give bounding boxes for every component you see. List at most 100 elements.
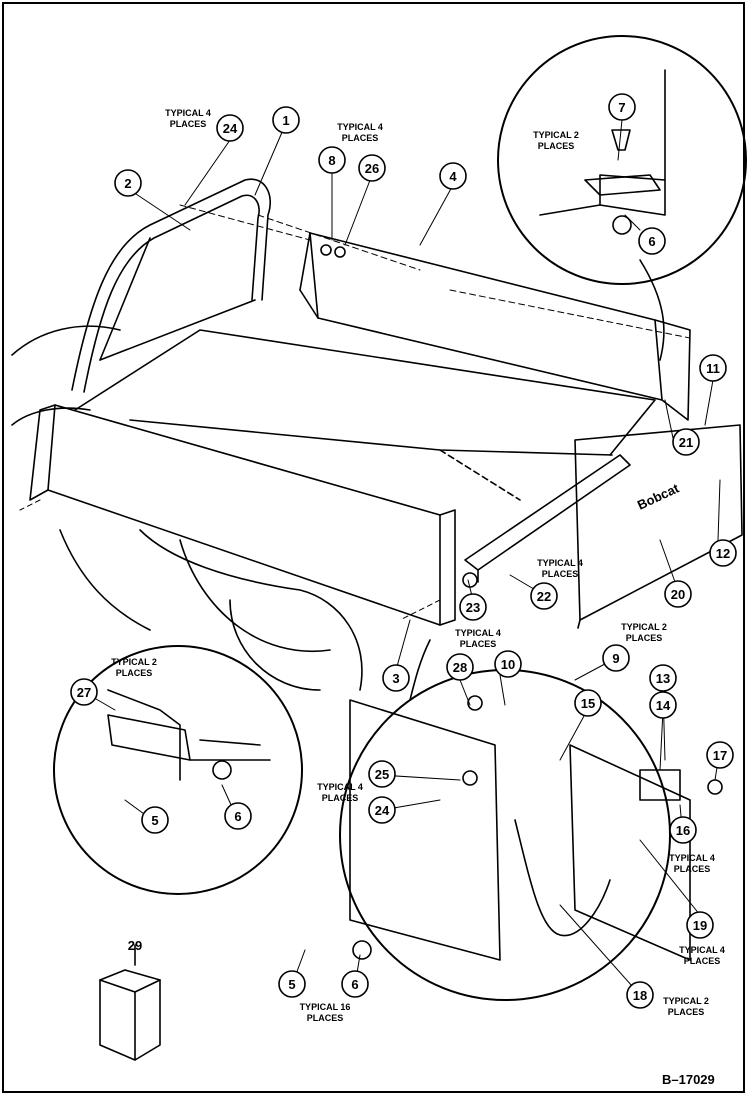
callout-21: 21 bbox=[672, 428, 700, 456]
callout-25: 25 bbox=[368, 760, 396, 788]
callout-number: 13 bbox=[656, 671, 670, 686]
callout-6: 6 bbox=[341, 970, 369, 998]
callout-number: 5 bbox=[288, 977, 295, 992]
callout-number: 20 bbox=[671, 587, 685, 602]
callout-6: 6 bbox=[224, 802, 252, 830]
callout-number: 3 bbox=[392, 671, 399, 686]
callout-circle bbox=[649, 664, 677, 692]
callout-number: 24 bbox=[223, 121, 238, 136]
callout-number: 11 bbox=[706, 361, 720, 376]
callout-circle bbox=[494, 650, 522, 678]
callout-5: 5 bbox=[141, 806, 169, 834]
callout-circle bbox=[626, 981, 654, 1009]
callout-number: 17 bbox=[713, 748, 727, 763]
callout-circle bbox=[672, 428, 700, 456]
callout-circle bbox=[699, 354, 727, 382]
callout-number: 28 bbox=[453, 660, 467, 675]
callout-number: 10 bbox=[501, 657, 515, 672]
callout-2: 2 bbox=[114, 169, 142, 197]
callout-10: 10 bbox=[494, 650, 522, 678]
callout-13: 13 bbox=[649, 664, 677, 692]
callout-number: 9 bbox=[612, 651, 619, 666]
callout-number: 27 bbox=[77, 685, 91, 700]
callout-number: 29 bbox=[128, 938, 142, 953]
callout-circle bbox=[439, 162, 467, 190]
callout-22: 22 bbox=[530, 582, 558, 610]
callout-1: 1 bbox=[272, 106, 300, 134]
callout-7: 7 bbox=[608, 93, 636, 121]
callout-4: 4 bbox=[439, 162, 467, 190]
callout-number: 22 bbox=[537, 589, 551, 604]
callout-number: 6 bbox=[234, 809, 241, 824]
callout-number: 4 bbox=[449, 169, 457, 184]
callout-12: 12 bbox=[709, 539, 737, 567]
callout-circle bbox=[638, 227, 666, 255]
callout-number: 25 bbox=[375, 767, 389, 782]
callout-circle bbox=[278, 970, 306, 998]
callout-number: 8 bbox=[328, 153, 335, 168]
callout-circle bbox=[382, 664, 410, 692]
callout-24: 24 bbox=[216, 114, 244, 142]
callout-14: 14 bbox=[649, 691, 677, 719]
callout-circle bbox=[574, 689, 602, 717]
callout-number: 12 bbox=[716, 546, 730, 561]
callout-circle bbox=[318, 146, 346, 174]
brand-decal: Bobcat bbox=[635, 480, 682, 512]
callout-5: 5 bbox=[278, 970, 306, 998]
callout-3: 3 bbox=[382, 664, 410, 692]
callout-circle bbox=[224, 802, 252, 830]
callout-circle bbox=[141, 806, 169, 834]
callout-19: 19 bbox=[686, 911, 714, 939]
callout-circle bbox=[664, 580, 692, 608]
callout-15: 15 bbox=[574, 689, 602, 717]
callout-number: 18 bbox=[633, 988, 647, 1003]
callout-circle bbox=[368, 760, 396, 788]
callout-circle bbox=[368, 796, 396, 824]
callout-11: 11 bbox=[699, 354, 727, 382]
callout-number: 19 bbox=[693, 918, 707, 933]
callout-24: 24 bbox=[368, 796, 396, 824]
callout-number: 2 bbox=[124, 176, 131, 191]
callout-circle bbox=[358, 154, 386, 182]
callout-16: 16 bbox=[669, 816, 697, 844]
callout-circle bbox=[341, 970, 369, 998]
callout-27: 27 bbox=[70, 678, 98, 706]
callout-28: 28 bbox=[446, 653, 474, 681]
callout-circle bbox=[602, 644, 630, 672]
callout-circle bbox=[70, 678, 98, 706]
callout-circle bbox=[686, 911, 714, 939]
callout-26: 26 bbox=[358, 154, 386, 182]
callout-number: 15 bbox=[581, 696, 595, 711]
callout-number: 14 bbox=[656, 698, 671, 713]
callout-number: 1 bbox=[282, 113, 289, 128]
figure-id: B–17029 bbox=[662, 1072, 715, 1087]
callout-circle bbox=[446, 653, 474, 681]
callout-number: 21 bbox=[679, 435, 693, 450]
callout-29: 29 bbox=[128, 938, 142, 953]
callout-number: 7 bbox=[618, 100, 625, 115]
callout-circle bbox=[459, 593, 487, 621]
callout-circle bbox=[530, 582, 558, 610]
callout-circle bbox=[649, 691, 677, 719]
callout-18: 18 bbox=[626, 981, 654, 1009]
callout-number: 6 bbox=[351, 977, 358, 992]
callout-number: 26 bbox=[365, 161, 379, 176]
callout-17: 17 bbox=[706, 741, 734, 769]
callout-circle bbox=[272, 106, 300, 134]
callout-circle bbox=[706, 741, 734, 769]
callout-9: 9 bbox=[602, 644, 630, 672]
callout-20: 20 bbox=[664, 580, 692, 608]
